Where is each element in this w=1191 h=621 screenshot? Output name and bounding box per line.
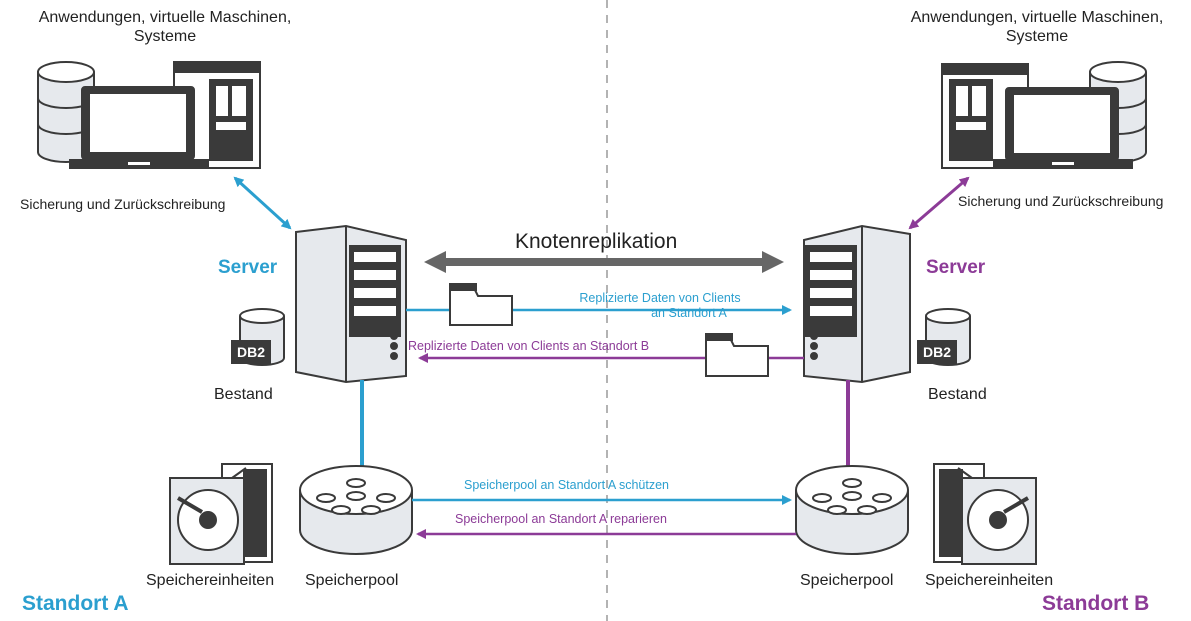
left-database-icon — [37, 61, 95, 163]
left-db2-icon: DB2 — [231, 308, 285, 366]
left-backup-arrow — [233, 176, 292, 230]
left-systems-icon — [37, 61, 261, 169]
left-laptop-icon — [69, 86, 209, 169]
right-systems-icon — [941, 61, 1147, 169]
left-systems-label-line2: Systeme — [133, 28, 197, 45]
replicated-b-label: Replizierte Daten von Clients an Standor… — [408, 339, 650, 353]
right-inventory-label: Bestand — [928, 386, 987, 403]
left-pool-label: Speicherpool — [305, 572, 399, 589]
left-storage-devices-icon — [169, 463, 273, 565]
right-backup-arrow — [908, 176, 970, 230]
protect-pool-label: Speicherpool an Standort A schützen — [464, 478, 670, 492]
repair-pool-label: Speicherpool an Standort A reparieren — [455, 512, 667, 526]
left-server-icon — [295, 224, 407, 384]
right-systems-label: Anwendungen, virtuelle Maschinen, System… — [872, 8, 1191, 46]
right-server-icon — [803, 224, 911, 384]
left-inventory-label: Bestand — [214, 386, 273, 403]
left-server-label: Server — [218, 257, 278, 278]
folder-icon-a — [449, 283, 513, 326]
replicated-a-label-line2: an Standort A — [651, 306, 727, 320]
right-db2-badge: DB2 — [923, 344, 951, 360]
right-pool-label: Speicherpool — [800, 572, 894, 589]
folder-icon-b — [705, 333, 769, 377]
right-server-label: Server — [926, 257, 986, 278]
right-storage-pool-icon — [795, 465, 909, 555]
left-db2-badge: DB2 — [237, 344, 265, 360]
node-replication-label: Knotenreplikation — [515, 230, 678, 253]
replicated-a-label: Replizierte Daten von Clients an Standor… — [540, 291, 780, 321]
site-a-label: Standort A — [22, 592, 129, 615]
right-devices-label: Speichereinheiten — [925, 572, 1054, 589]
right-storage-devices-icon — [933, 463, 1037, 565]
right-systems-label-line1: Anwendungen, virtuelle Maschinen, — [910, 9, 1164, 26]
right-laptop-icon — [993, 87, 1133, 169]
left-systems-label: Anwendungen, virtuelle Maschinen, System… — [0, 8, 330, 46]
left-backup-label: Sicherung und Zurückschreibung — [20, 196, 226, 212]
site-b-label: Standort B — [1042, 592, 1150, 615]
replicated-a-label-line1: Replizierte Daten von Clients — [579, 291, 741, 305]
right-backup-label: Sicherung und Zurückschreibung — [958, 193, 1164, 209]
left-devices-label: Speichereinheiten — [146, 572, 275, 589]
left-systems-label-line1: Anwendungen, virtuelle Maschinen, — [38, 9, 292, 26]
left-storage-pool-icon — [299, 465, 413, 555]
right-systems-label-line2: Systeme — [1005, 28, 1069, 45]
right-db2-icon: DB2 — [917, 308, 971, 366]
